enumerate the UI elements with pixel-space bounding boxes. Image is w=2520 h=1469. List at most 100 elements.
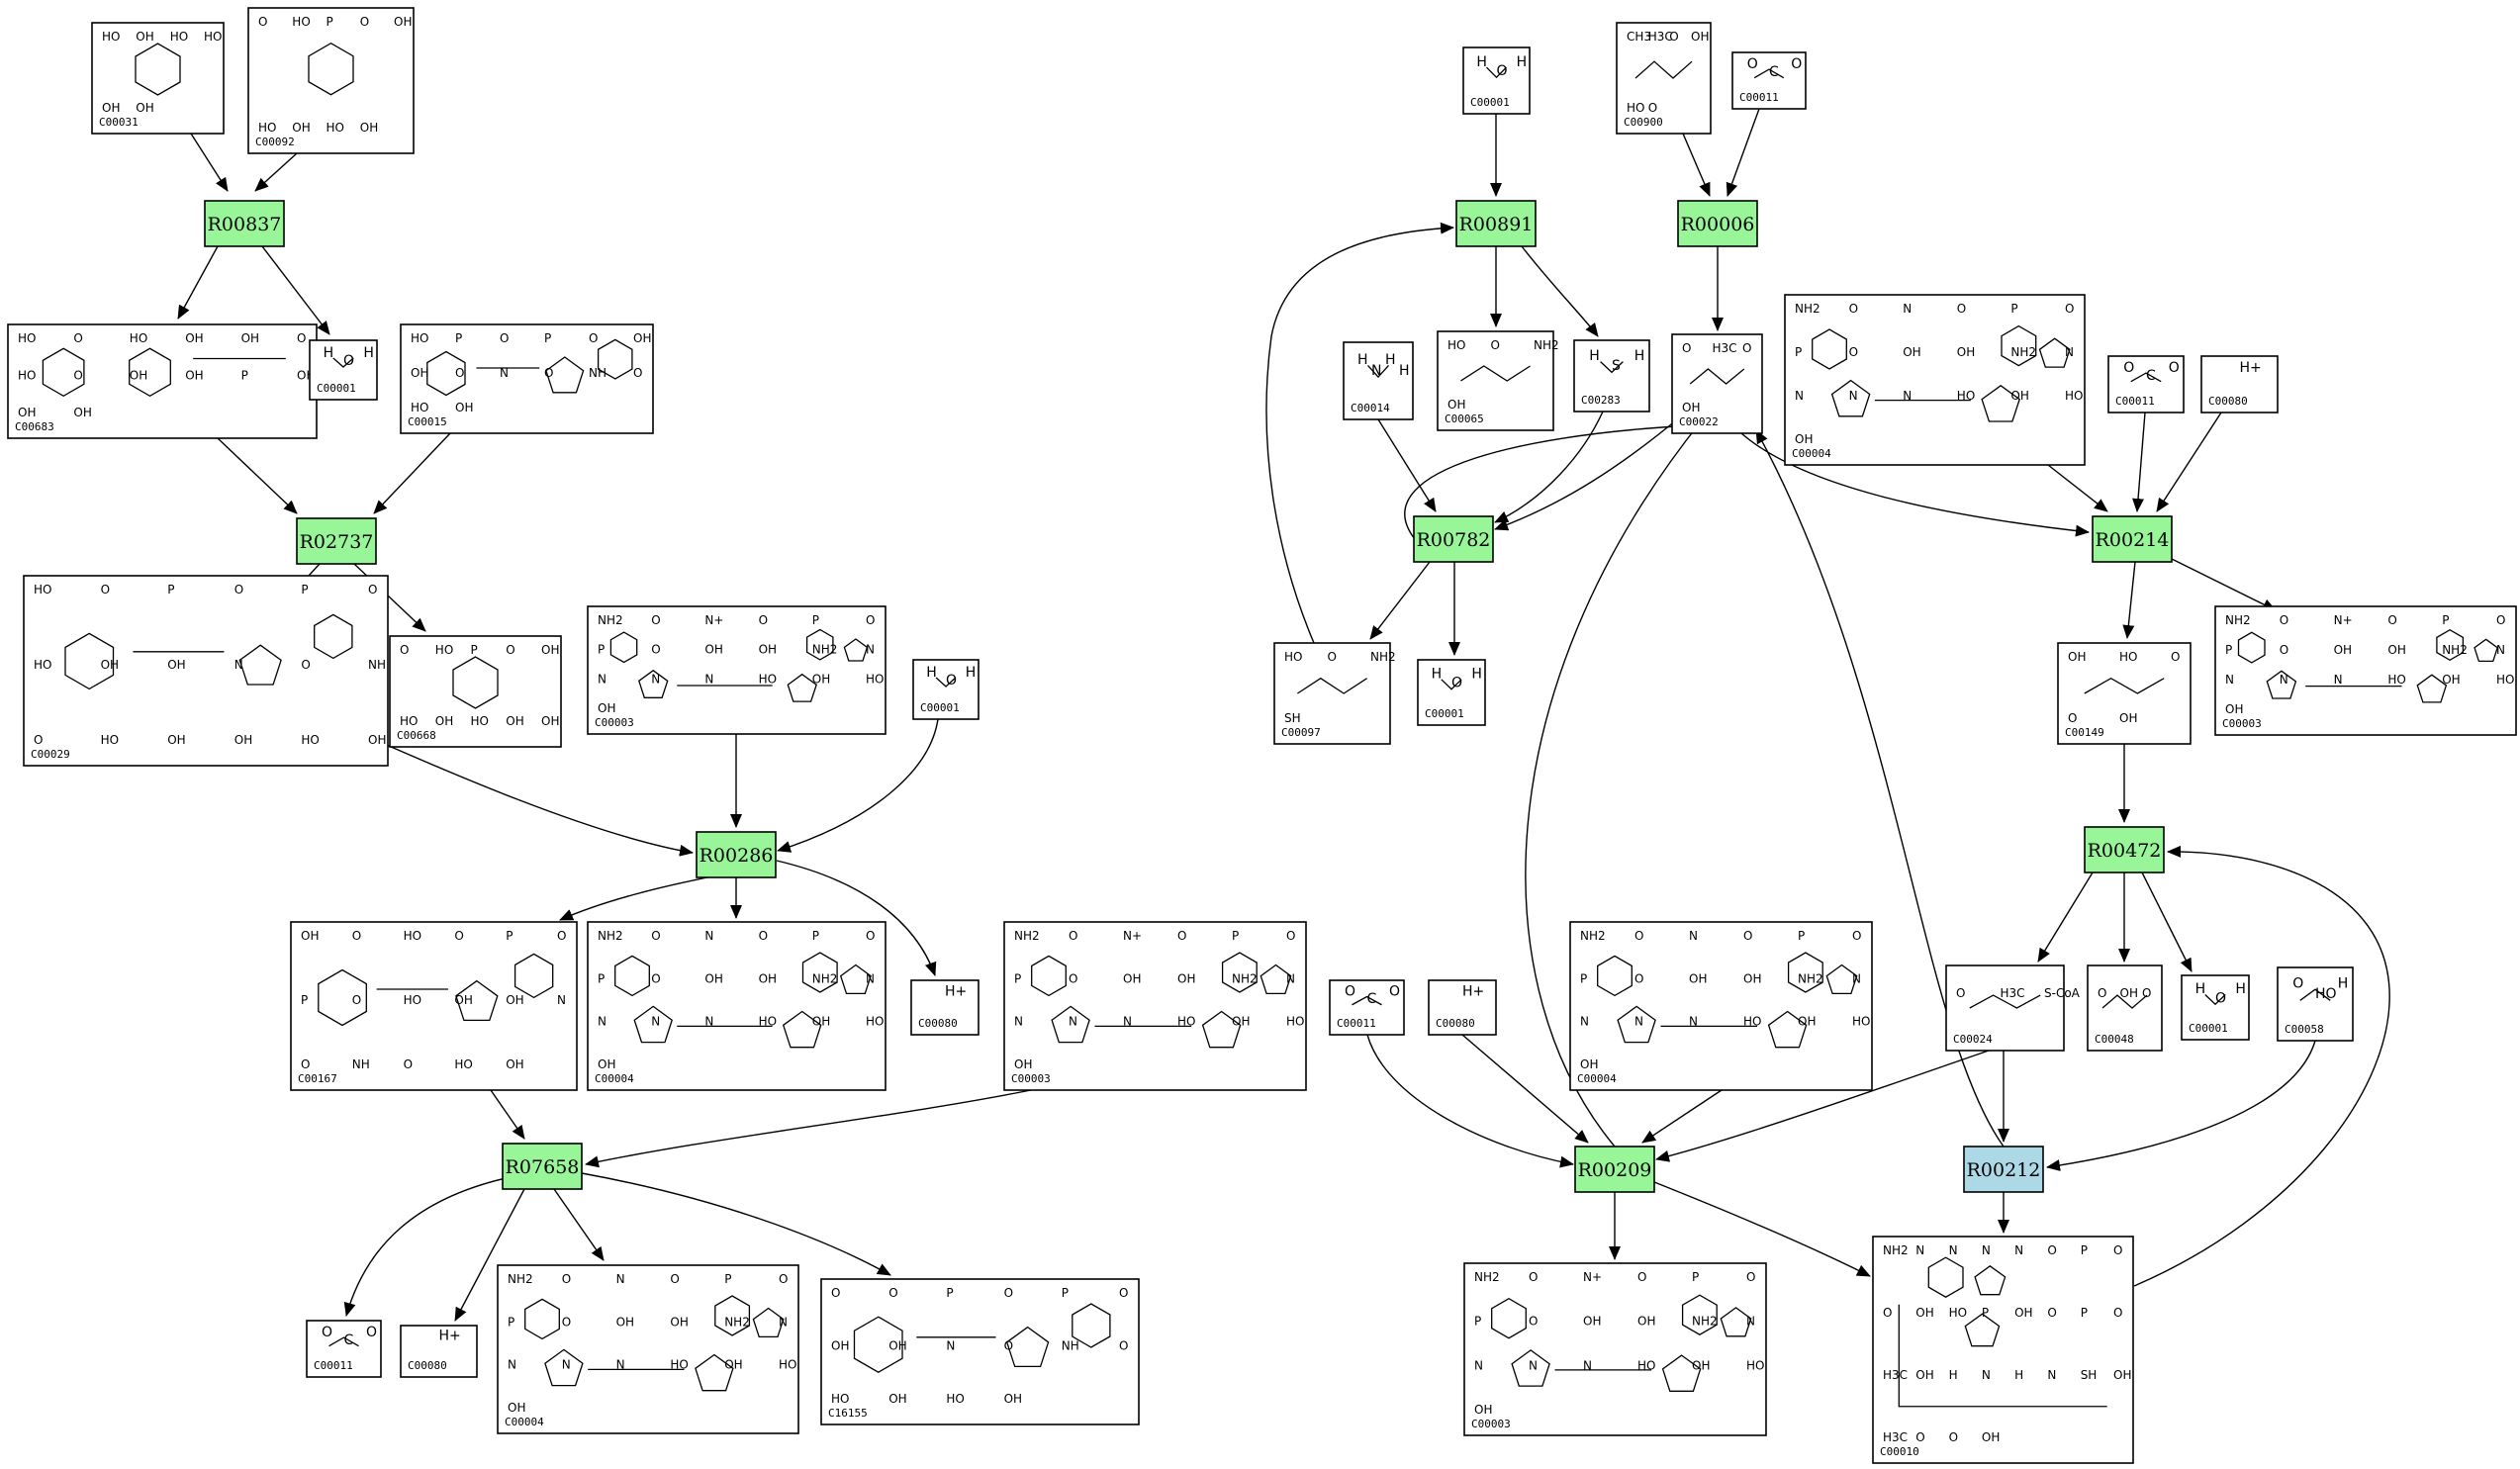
compound-box[interactable] <box>2181 974 2250 1041</box>
compound-box[interactable] <box>820 1278 1140 1425</box>
reaction-r02737[interactable]: R02737 <box>296 517 377 565</box>
compound-box[interactable] <box>1003 921 1307 1091</box>
reaction-r00286[interactable]: R00286 <box>696 831 777 878</box>
compound-box[interactable] <box>309 339 378 401</box>
compound-box[interactable] <box>400 1325 478 1378</box>
compound-box[interactable] <box>1573 339 1650 413</box>
compound-box[interactable] <box>2057 642 2192 745</box>
compound-box[interactable] <box>2087 964 2163 1052</box>
compound-box[interactable] <box>910 979 980 1036</box>
compound-c00080a[interactable]: H+C00080 <box>910 979 980 1036</box>
compound-box[interactable] <box>306 1320 382 1378</box>
compound-box[interactable] <box>2277 966 2354 1042</box>
compound-box[interactable] <box>1784 294 2086 466</box>
compound-box[interactable] <box>290 921 578 1091</box>
reaction-r00837[interactable]: R00837 <box>204 200 285 247</box>
reaction-box[interactable] <box>1413 515 1494 563</box>
compound-c00080b[interactable]: H+C00080 <box>400 1325 478 1378</box>
reaction-r00006[interactable]: R00006 <box>1677 200 1758 247</box>
compound-box[interactable] <box>912 659 980 720</box>
compound-c00080c[interactable]: H+C00080 <box>2200 355 2279 413</box>
reaction-r00891[interactable]: R00891 <box>1455 200 1537 247</box>
compound-box[interactable] <box>1463 1262 1767 1436</box>
compound-box[interactable] <box>23 575 389 767</box>
reaction-box[interactable] <box>1574 1146 1655 1193</box>
compound-c00080d[interactable]: H+C00080 <box>1428 979 1497 1036</box>
compound-box[interactable] <box>1671 333 1763 434</box>
compound-box[interactable] <box>2107 355 2185 413</box>
compound-box[interactable] <box>497 1264 799 1434</box>
compound-box[interactable] <box>1329 979 1405 1036</box>
compound-box[interactable] <box>247 7 415 154</box>
compound-box[interactable] <box>1462 46 1531 115</box>
reaction-box[interactable] <box>1677 200 1758 247</box>
compound-box[interactable] <box>1343 341 1414 420</box>
reaction-r00472[interactable]: R00472 <box>2084 826 2165 873</box>
compound-box[interactable] <box>1569 921 1873 1091</box>
reaction-box[interactable] <box>1963 1146 2044 1193</box>
compound-box[interactable] <box>1731 51 1807 110</box>
reaction-box[interactable] <box>2092 515 2173 563</box>
reaction-r07658[interactable]: R07658 <box>502 1143 583 1190</box>
reaction-box[interactable] <box>296 517 377 565</box>
compound-box[interactable] <box>7 323 318 439</box>
compound-box[interactable] <box>1417 659 1486 726</box>
reaction-r00214[interactable]: R00214 <box>2092 515 2173 563</box>
compound-box[interactable] <box>389 635 562 748</box>
compound-box[interactable] <box>587 921 887 1091</box>
reaction-box[interactable] <box>696 831 777 878</box>
compound-box[interactable] <box>1872 1236 2134 1464</box>
compound-box[interactable] <box>1437 330 1554 431</box>
reaction-box[interactable] <box>204 200 285 247</box>
reaction-box[interactable] <box>502 1143 583 1190</box>
reaction-box[interactable] <box>1455 200 1537 247</box>
compound-box[interactable] <box>2200 355 2279 413</box>
reaction-r00212[interactable]: R00212 <box>1963 1146 2044 1193</box>
reaction-r00782[interactable]: R00782 <box>1413 515 1494 563</box>
compound-box[interactable] <box>587 605 887 735</box>
compound-box[interactable] <box>1616 22 1712 135</box>
compound-box[interactable] <box>1428 979 1497 1036</box>
compound-box[interactable] <box>1273 642 1391 745</box>
compound-box[interactable] <box>2214 605 2517 736</box>
reaction-box[interactable] <box>2084 826 2165 873</box>
reaction-r00209[interactable]: R00209 <box>1574 1146 1655 1193</box>
compound-box[interactable] <box>1945 964 2065 1052</box>
compound-box[interactable] <box>91 22 225 135</box>
